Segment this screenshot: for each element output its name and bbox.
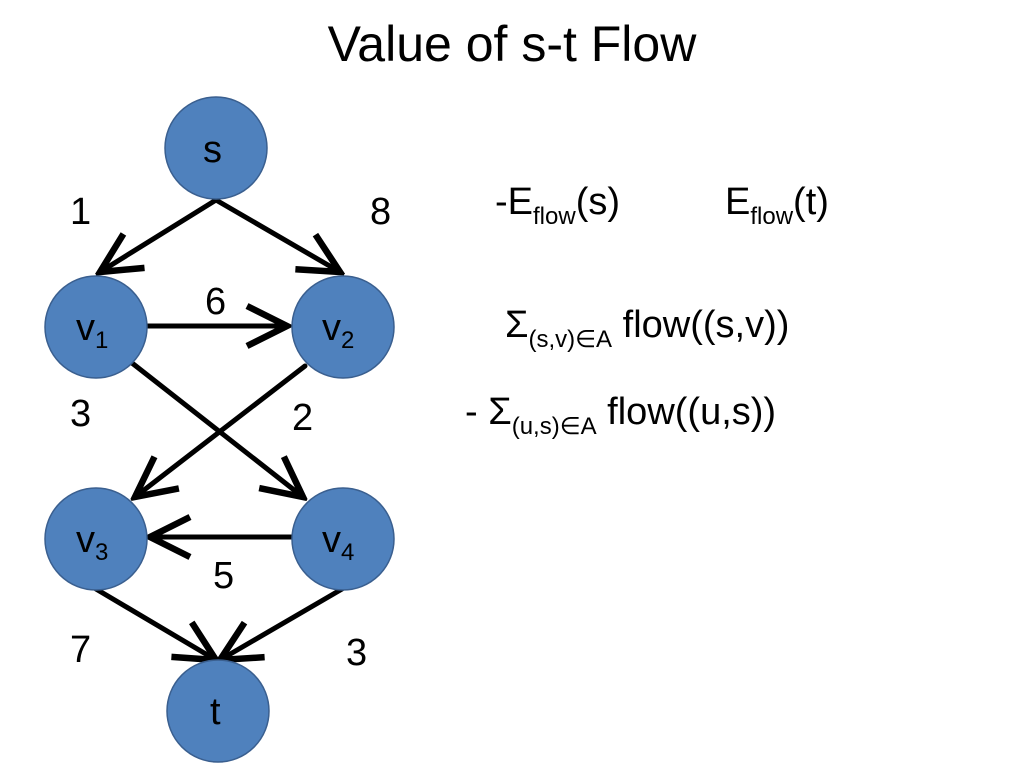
formula-sum-incoming: - Σ(u,s)∈A flow((u,s)) xyxy=(465,391,777,440)
node-t xyxy=(166,659,270,763)
node-v3 xyxy=(44,487,148,591)
capacity-v1-v4: 3 xyxy=(70,393,92,435)
node-v3-circle xyxy=(44,487,148,591)
edge-v1-v4 xyxy=(129,360,303,497)
node-s-circle xyxy=(164,96,268,200)
formula-sum-outgoing: Σ(s,v)∈A flow((s,v)) xyxy=(505,304,790,353)
capacity-s-v2: 8 xyxy=(370,191,392,233)
capacity-v1-v2: 6 xyxy=(205,281,227,323)
node-v2 xyxy=(291,275,395,379)
node-t-circle xyxy=(166,659,270,763)
capacity-v4-t: 3 xyxy=(346,632,368,674)
node-v1-label: v1 xyxy=(76,307,109,354)
capacity-v4-v3: 5 xyxy=(213,555,235,597)
node-v4 xyxy=(291,487,395,591)
node-v2-circle xyxy=(291,275,395,379)
node-s-label: s xyxy=(203,129,222,171)
node-v4-circle xyxy=(291,487,395,591)
formula-eflow-t: Eflow(t) xyxy=(725,181,829,230)
edge-v4-t xyxy=(220,586,345,660)
capacity-s-v1: 1 xyxy=(70,191,92,233)
node-v1 xyxy=(44,275,148,379)
node-t-label: t xyxy=(210,691,221,733)
capacity-v3-t: 7 xyxy=(70,629,92,671)
node-v4-label: v4 xyxy=(322,519,355,566)
edge-v3-t xyxy=(93,586,216,660)
node-v3-label: v3 xyxy=(76,519,109,566)
edge-s-v2 xyxy=(213,197,340,272)
node-v1-circle xyxy=(44,275,148,379)
node-v2-label: v2 xyxy=(322,307,355,354)
formula-neg-eflow-s: -Eflow(s) xyxy=(495,181,620,230)
node-s xyxy=(164,96,268,200)
edge-s-v1 xyxy=(100,197,219,272)
edge-v2-v3 xyxy=(135,363,308,497)
slide-title: Value of s-t Flow xyxy=(327,16,697,72)
capacity-v2-v3: 2 xyxy=(292,397,314,439)
